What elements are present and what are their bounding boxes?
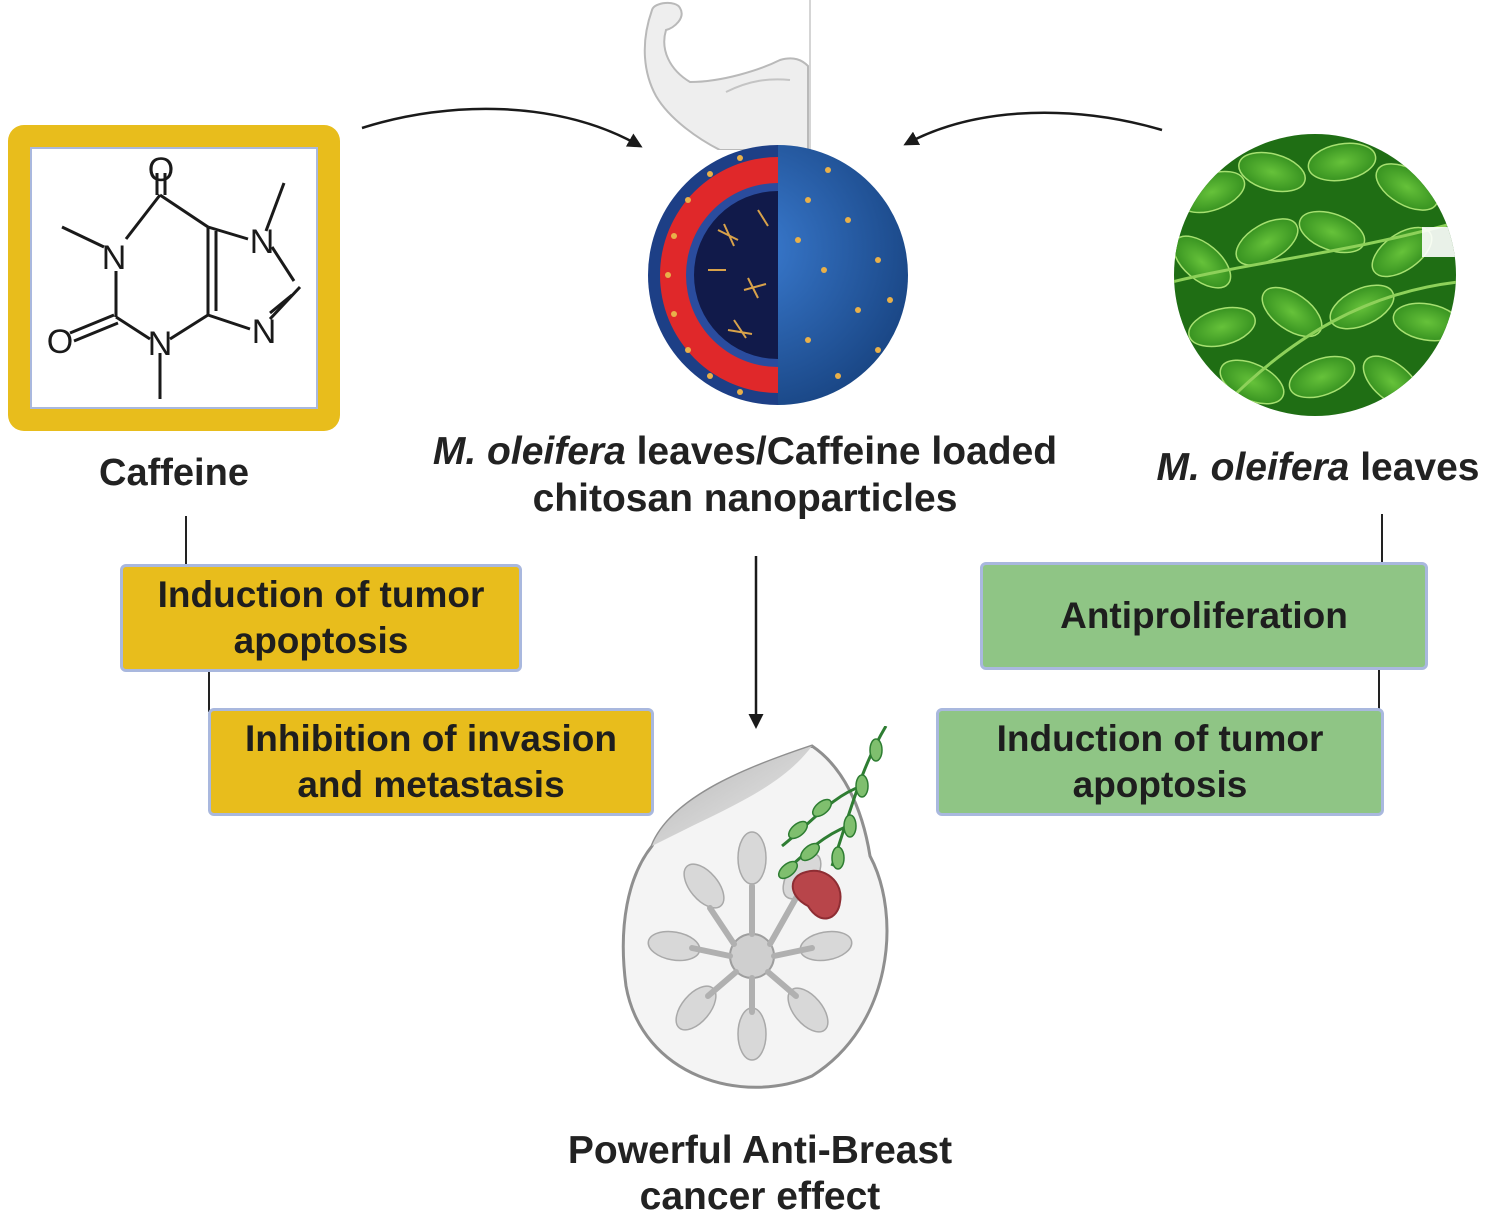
connector-caffeine-down [185,516,187,564]
moringa-leaves-icon [1172,132,1458,418]
nanoparticle-label-species: M. oleifera [433,430,626,473]
nanoparticle-label: M. oleifera leaves/Caffeine loaded chito… [390,428,1100,522]
outcome-label-line1: Powerful Anti-Breast [520,1128,1000,1174]
caffeine-effect-apoptosis-line2: apoptosis [158,618,485,664]
outcome-label: Powerful Anti-Breast cancer effect [520,1128,1000,1220]
connector-moringa-down [1381,514,1383,564]
nanoparticle-icon [648,140,918,410]
moringa-label-species: M. oleifera [1156,446,1349,489]
caffeine-effect-invasion-line1: Inhibition of invasion [245,716,617,762]
moringa-effect-apoptosis-line1: Induction of tumor [997,716,1324,762]
caffeine-effect-invasion-line2: and metastasis [245,762,617,808]
nanoparticle-label-rest: leaves/Caffeine loaded [626,430,1057,473]
moringa-effect-antiproliferation-text: Antiproliferation [1060,593,1348,639]
outcome-label-line2: cancer effect [520,1174,1000,1220]
arrow-moringa-to-nanoparticle [906,113,1162,144]
moringa-label-rest: leaves [1349,446,1479,489]
caffeine-effect-apoptosis: Induction of tumor apoptosis [120,564,522,672]
moringa-effect-antiproliferation: Antiproliferation [980,562,1428,670]
moringa-label: M. oleifera leaves [1140,444,1496,491]
moringa-effect-apoptosis-line2: apoptosis [997,762,1324,808]
caffeine-effect-apoptosis-line1: Induction of tumor [158,572,485,618]
connector-moringa-effects [1378,668,1380,712]
breast-tumor-icon [612,726,904,1098]
arrow-caffeine-to-nanoparticle [362,109,640,146]
connector-caffeine-effects [208,670,210,712]
nanoparticle-label-line2: chitosan nanoparticles [390,475,1100,522]
caffeine-effect-invasion: Inhibition of invasion and metastasis [208,708,654,816]
moringa-effect-apoptosis: Induction of tumor apoptosis [936,708,1384,816]
